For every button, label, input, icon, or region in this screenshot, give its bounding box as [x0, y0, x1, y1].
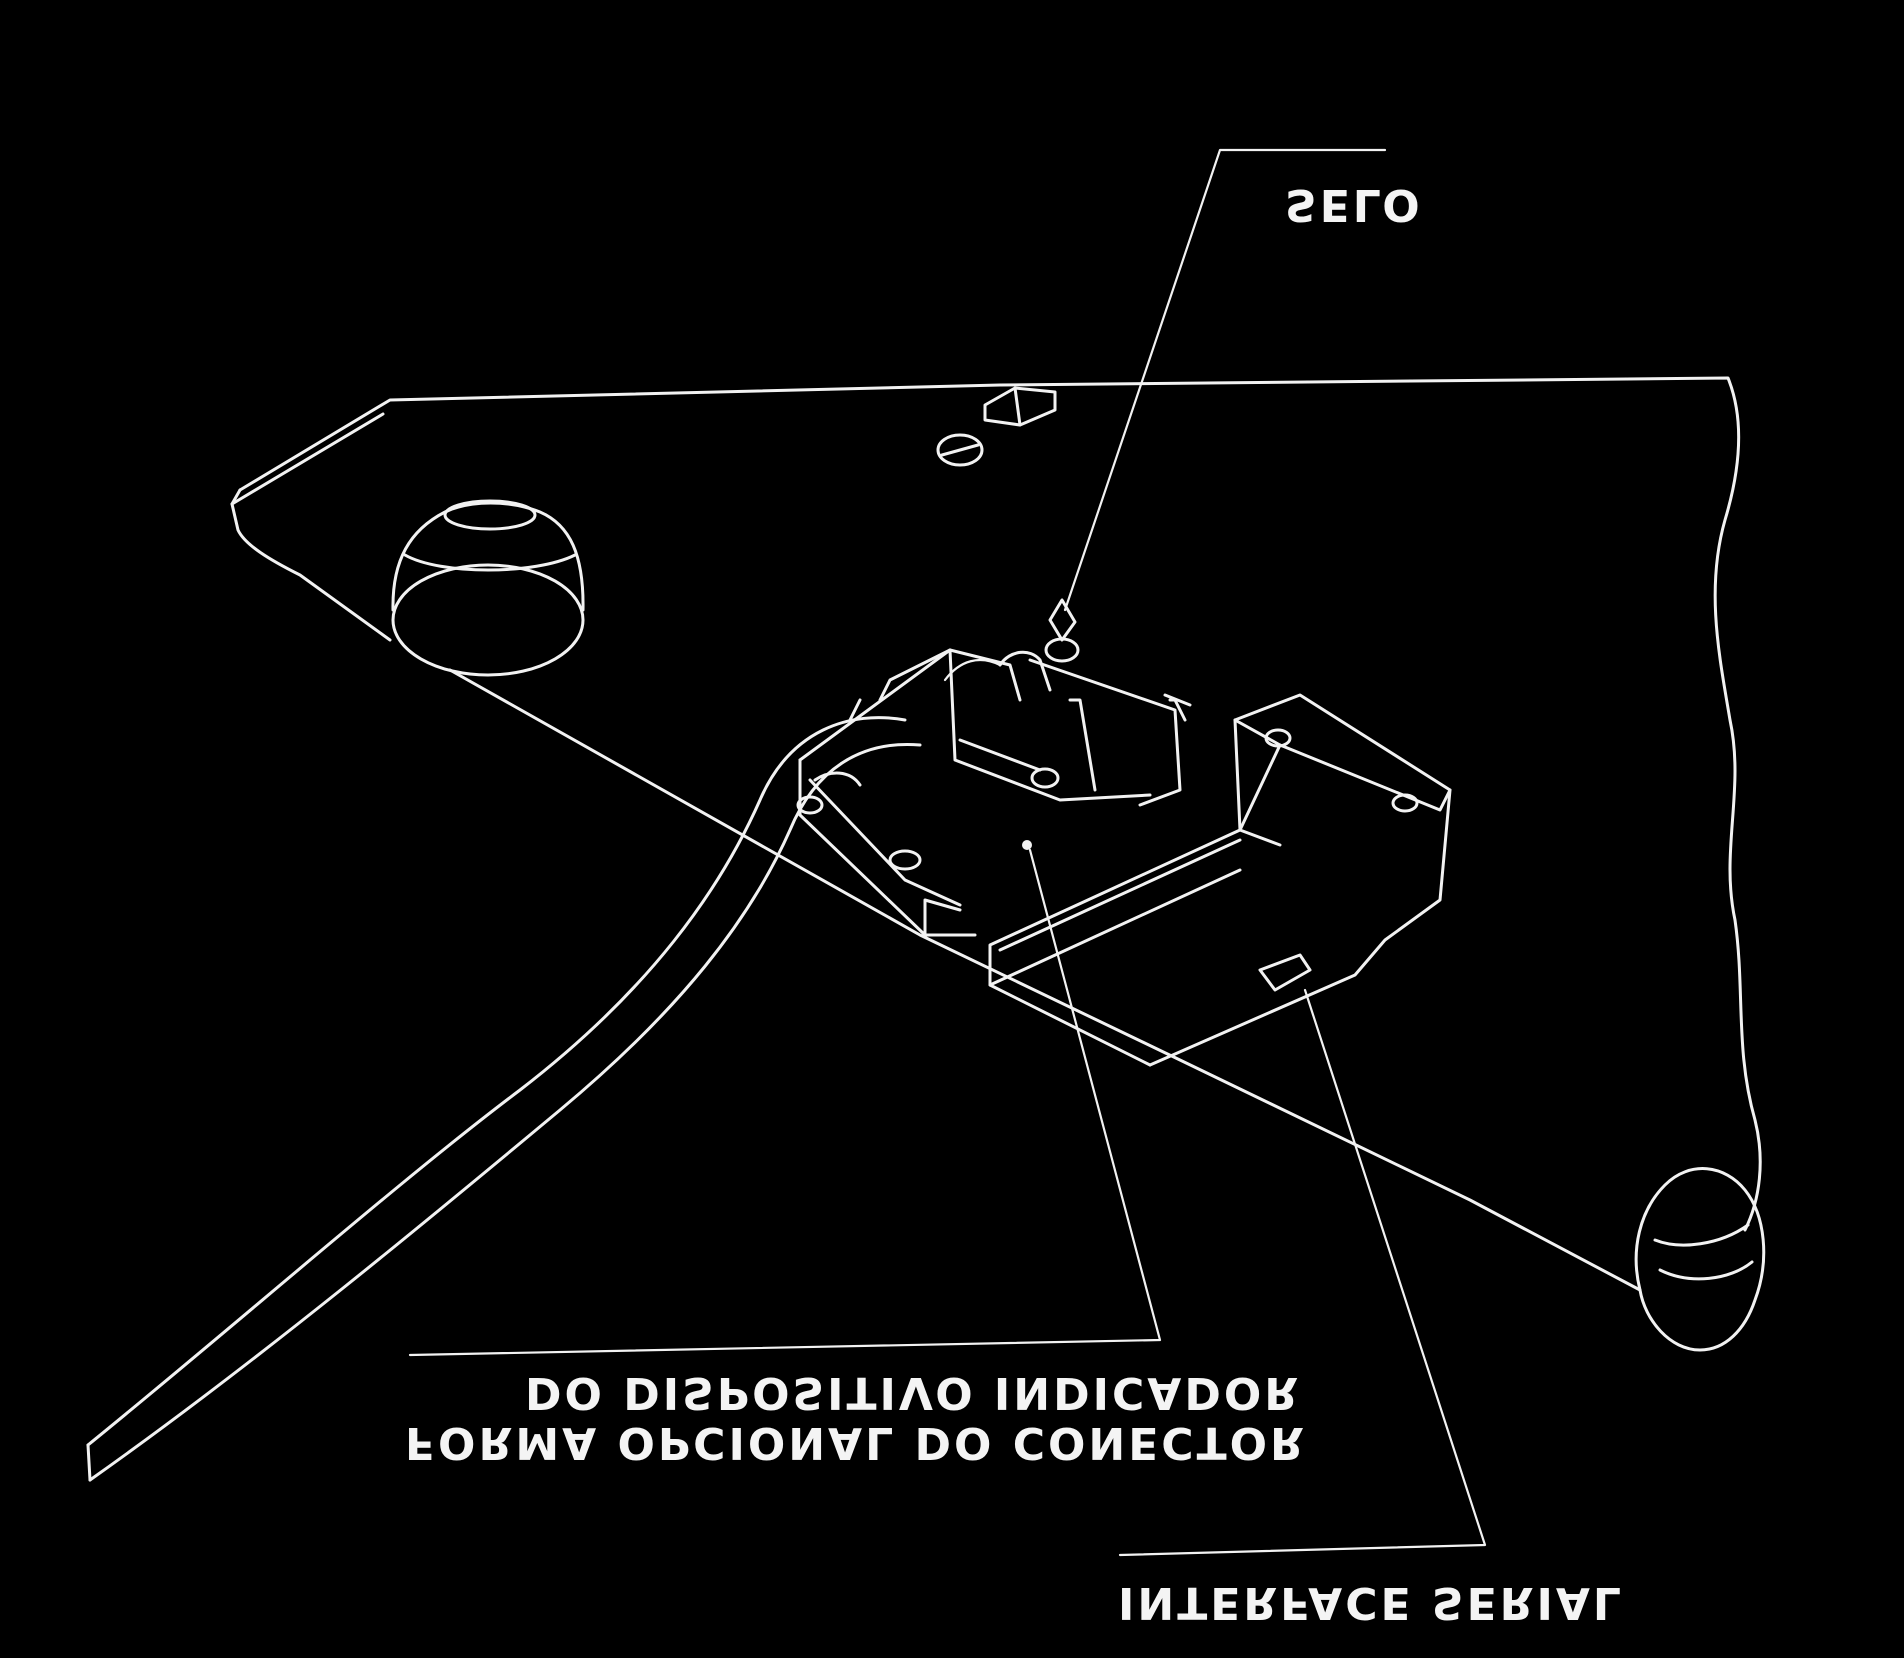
leader-seal [1063, 148, 1387, 612]
connector-cable [86, 716, 922, 1482]
scale-base-plate [230, 376, 1762, 1292]
rubber-foot-right [1634, 1167, 1766, 1352]
rubber-foot-left [391, 499, 585, 677]
connector-housing [796, 648, 1152, 937]
leader-serial [1118, 988, 1487, 1557]
label-connector-line2: DO DISPOSITIVO INDICADOR [525, 1367, 1302, 1418]
label-serial: INTERFACE SERIAL [1118, 1577, 1624, 1628]
label-seal: SELO [1285, 179, 1423, 230]
seal-clamp [943, 598, 1192, 807]
leader-lines [408, 148, 1487, 1557]
leader-connector [408, 848, 1162, 1357]
serial-interface-box [988, 693, 1452, 1067]
top-screw [936, 433, 984, 467]
label-connector-line1: FORMA OPCIONAL DO CONECTOR [405, 1417, 1307, 1468]
connector-point [1022, 840, 1032, 850]
top-slot [983, 386, 1057, 427]
